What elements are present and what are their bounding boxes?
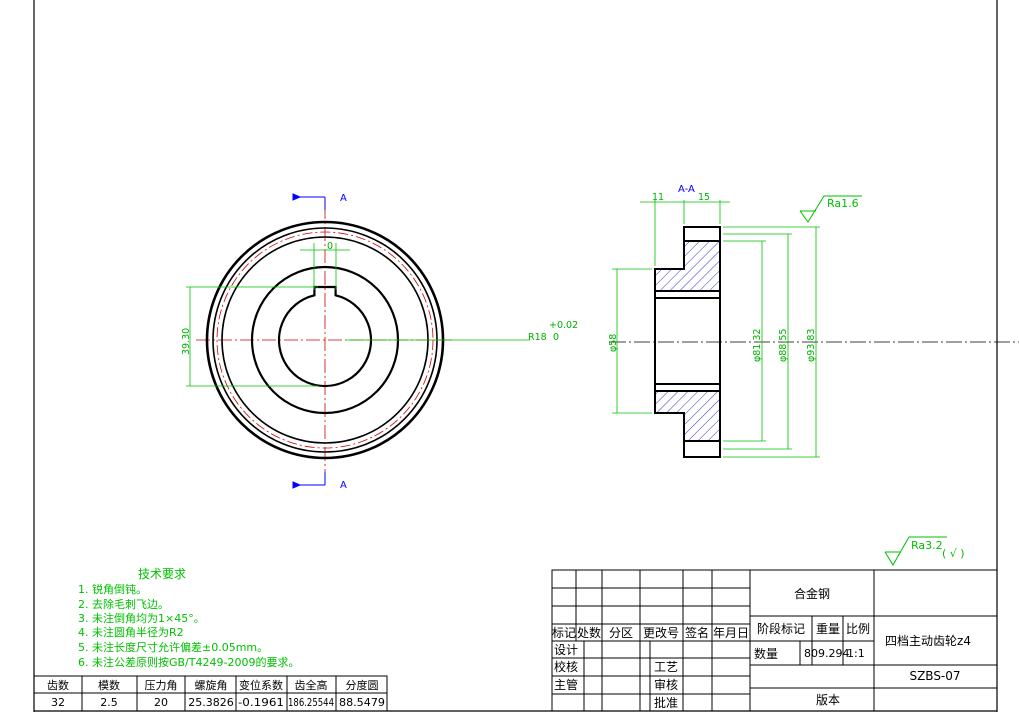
dim-root-diameter-value: φ81.32 (752, 329, 763, 362)
param-value: 32 (51, 696, 65, 709)
param-header: 螺旋角 (195, 678, 228, 692)
scale-value: 1:1 (847, 647, 865, 660)
qty-label: 数量 (754, 646, 778, 661)
param-header: 分度圆 (346, 678, 379, 692)
craft-label: 工艺 (654, 660, 678, 674)
dim-key-depth-value: 39.30 (181, 328, 192, 355)
part-name: 四档主动齿轮z4 (885, 634, 971, 648)
dim-hub-diameter (612, 268, 652, 414)
param-header: 齿数 (47, 679, 69, 692)
section-hatch-upper (655, 241, 720, 291)
rev-header: 年月日 (713, 626, 749, 640)
param-value: 2.5 (100, 696, 118, 709)
section-view: A-A 11 15 φ58 φ81.32 φ88.55 (608, 184, 1019, 458)
dim-pitch-diameter-value: φ88.55 (778, 329, 789, 362)
stage-label: 阶段标记 (757, 621, 805, 636)
weight-label: 重量 (816, 622, 840, 636)
review-label: 审核 (654, 677, 678, 692)
notes-title: 技术要求 (138, 567, 186, 581)
drawing-number: SZBS-07 (909, 669, 960, 683)
dim-tol-upper: +0.02 (549, 320, 578, 331)
dim-width-15: 15 (698, 192, 710, 203)
section-hatch-lower (655, 391, 720, 441)
section-arrow-top (292, 193, 326, 210)
note-item: 1. 锐角倒钝。 (78, 582, 147, 596)
roughness-other-value: Ra3.2 (911, 539, 943, 552)
param-header: 变位系数 (239, 678, 283, 692)
rev-header: 处数 (577, 625, 601, 640)
note-item: 5. 未注长度尺寸允许偏差±0.05mm。 (78, 640, 268, 654)
param-value: -0.1961 (238, 696, 284, 709)
param-value: 186.25544 (288, 696, 334, 709)
note-item: 4. 未注圆角半径为R2 (78, 625, 184, 639)
dim-hub-diameter-value: φ58 (608, 334, 619, 352)
rev-header: 标记 (552, 626, 576, 640)
dim-pitch-diameter (723, 233, 792, 450)
rev-header: 更改号 (643, 626, 679, 640)
section-title: A-A (678, 184, 695, 195)
section-label-bottom: A (340, 480, 347, 491)
param-value: 88.5479 (339, 696, 385, 709)
weight-value: 809.294 (804, 647, 850, 660)
param-value: 20 (154, 696, 168, 709)
note-item: 6. 未注公差原则按GB/T4249-2009的要求。 (78, 655, 299, 669)
drawing-frame (33, 0, 998, 712)
scale-label: 比例 (846, 622, 870, 636)
roughness-main-value: Ra1.6 (827, 197, 859, 210)
dim-keyway (300, 243, 350, 290)
param-header: 压力角 (145, 679, 178, 692)
front-view: A A 0 39.30 R18 +0.02 0 (181, 193, 578, 491)
roughness-symbol-main (799, 195, 862, 223)
dim-root-diameter (723, 240, 766, 442)
design-label: 设计 (554, 643, 578, 657)
check-label: 校核 (554, 659, 578, 674)
param-value: 25.3826 (188, 696, 234, 709)
dim-tol-lower: 0 (553, 332, 559, 343)
dim-tip-diameter-value: φ93.83 (806, 329, 817, 362)
gear-parameter-table: 齿数 模数 压力角 螺旋角 变位系数 齿全高 分度圆 32 2.5 20 25.… (33, 675, 388, 712)
dim-width-11: 11 (652, 192, 664, 203)
section-arrow-bottom (292, 472, 326, 489)
title-block: 合金钢 标记 处数 分区 更改号 签名 年月日 设计 校核 主管 工艺 审核 批… (551, 569, 998, 712)
section-label-top: A (340, 193, 347, 204)
version-label: 版本 (816, 693, 840, 707)
rev-header: 分区 (609, 626, 633, 640)
note-item: 3. 未注倒角均为1×45°。 (78, 611, 205, 625)
dim-bore-radius-value: R18 (528, 332, 547, 343)
dim-key-depth (186, 286, 318, 387)
dim-tip-diameter (723, 226, 820, 458)
param-header: 齿全高 (295, 678, 328, 692)
material-value: 合金钢 (794, 586, 830, 601)
approve-label: 批准 (654, 695, 678, 710)
roughness-other-suffix: ( √ ) (942, 547, 965, 560)
technical-notes: 技术要求 1. 锐角倒钝。 2. 去除毛刺飞边。 3. 未注倒角均为1×45°。… (78, 567, 299, 669)
roughness-symbol-other (884, 536, 947, 566)
dim-keyway-value: 0 (327, 241, 333, 252)
supervisor-label: 主管 (554, 677, 578, 692)
dim-hub-widths (640, 200, 730, 266)
param-header: 模数 (98, 679, 120, 692)
note-item: 2. 去除毛刺飞边。 (78, 597, 169, 611)
rev-header: 签名 (685, 625, 709, 640)
